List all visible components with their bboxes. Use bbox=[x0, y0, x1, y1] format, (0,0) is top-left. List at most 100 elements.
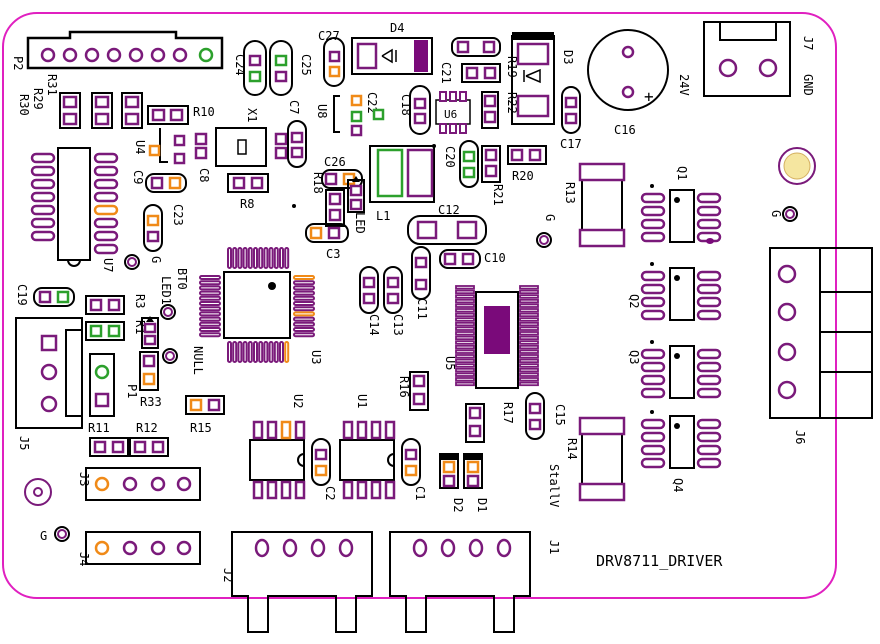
u3-pin bbox=[199, 306, 221, 312]
u3-pin bbox=[232, 341, 238, 363]
resistor-r19[interactable] bbox=[461, 63, 501, 83]
connector-j6[interactable] bbox=[769, 247, 873, 419]
diode-d4[interactable] bbox=[351, 37, 433, 75]
capacitor-c25[interactable] bbox=[269, 40, 293, 96]
connector-j1[interactable] bbox=[389, 531, 531, 633]
capacitor-c27[interactable] bbox=[323, 37, 345, 87]
resistor-r18[interactable] bbox=[325, 189, 345, 227]
label-c15: C15 bbox=[553, 404, 567, 426]
connector-j4[interactable] bbox=[85, 531, 201, 565]
label-c9: C9 bbox=[131, 170, 145, 184]
resistor-r3[interactable] bbox=[85, 295, 125, 315]
capacitor-c1[interactable] bbox=[401, 438, 421, 486]
label-j4: J4 bbox=[77, 552, 91, 566]
u5-pin bbox=[455, 317, 475, 322]
resistor-r11[interactable] bbox=[89, 437, 129, 457]
label-c27: C27 bbox=[318, 29, 340, 43]
capacitor-c16[interactable]: + bbox=[587, 29, 669, 111]
crystal-x1[interactable] bbox=[194, 127, 288, 167]
u3-pin bbox=[263, 247, 269, 269]
mosfet-q3[interactable] bbox=[640, 340, 722, 399]
label-r18: R18 bbox=[311, 172, 325, 194]
u3-pin bbox=[237, 247, 243, 269]
capacitor-c19[interactable] bbox=[33, 287, 75, 307]
capacitor-c20[interactable] bbox=[459, 140, 479, 188]
resistor-r8[interactable] bbox=[227, 173, 269, 193]
capacitor-c3[interactable] bbox=[305, 223, 349, 243]
testpoint-bt0[interactable] bbox=[160, 304, 176, 320]
u5-pin bbox=[455, 294, 475, 299]
ic-u8[interactable] bbox=[333, 94, 385, 137]
led-small[interactable] bbox=[347, 176, 365, 213]
capacitor-c21[interactable] bbox=[451, 37, 501, 57]
ic-u6[interactable] bbox=[435, 91, 471, 134]
testpoint-g4[interactable] bbox=[54, 526, 70, 542]
connector-j2[interactable] bbox=[231, 531, 373, 633]
label-d1: D1 bbox=[475, 498, 489, 512]
u3-pin bbox=[253, 247, 258, 269]
resistor-r14[interactable] bbox=[578, 416, 626, 502]
label-c19: C19 bbox=[15, 284, 29, 306]
capacitor-c12[interactable] bbox=[407, 215, 487, 245]
capacitor-c24[interactable] bbox=[243, 40, 267, 96]
connector-j3[interactable] bbox=[85, 467, 201, 501]
diode-d3[interactable] bbox=[511, 32, 555, 125]
capacitor-c9[interactable] bbox=[145, 173, 187, 193]
resistor-r1[interactable] bbox=[85, 321, 125, 341]
ic-u5[interactable] bbox=[455, 285, 539, 389]
mosfet-q1[interactable] bbox=[640, 184, 722, 244]
connector-j5[interactable] bbox=[15, 317, 83, 429]
resistor-r13[interactable] bbox=[578, 162, 626, 248]
capacitor-c7[interactable] bbox=[287, 120, 307, 168]
ic-u2[interactable] bbox=[249, 420, 306, 500]
label-q4: Q4 bbox=[671, 478, 685, 492]
capacitor-c11[interactable] bbox=[411, 246, 431, 300]
capacitor-c13[interactable] bbox=[383, 266, 403, 314]
u3-pin bbox=[293, 311, 315, 317]
label-r29: R29 bbox=[31, 88, 45, 110]
capacitor-c15[interactable] bbox=[525, 392, 545, 440]
capacitor-c14[interactable] bbox=[359, 266, 379, 314]
resistor-r17[interactable] bbox=[465, 403, 485, 443]
ic-u1[interactable] bbox=[339, 420, 396, 500]
inductor-l1[interactable] bbox=[369, 144, 436, 203]
u3-pin bbox=[199, 332, 221, 338]
resistor-r31[interactable] bbox=[62, 95, 140, 126]
resistor-r15[interactable] bbox=[185, 395, 225, 415]
capacitor-c17[interactable] bbox=[561, 86, 581, 134]
resistor-r16[interactable] bbox=[409, 371, 429, 411]
u3-pin bbox=[199, 290, 221, 296]
led1-small[interactable] bbox=[141, 316, 159, 349]
capacitor-c10[interactable] bbox=[439, 249, 481, 269]
mosfet-q4[interactable] bbox=[640, 410, 722, 469]
label-c20: C20 bbox=[443, 146, 457, 168]
led-d2[interactable] bbox=[439, 453, 459, 489]
ic-u3[interactable] bbox=[199, 247, 315, 363]
u3-pin bbox=[293, 321, 315, 327]
capacitor-c18[interactable] bbox=[409, 85, 431, 135]
ic-u4[interactable] bbox=[148, 128, 186, 165]
connector-p2[interactable] bbox=[26, 30, 224, 70]
u3-pin bbox=[284, 341, 290, 363]
ic-u7[interactable] bbox=[30, 147, 119, 267]
jumper-p1[interactable] bbox=[89, 353, 115, 417]
resistor-r10[interactable] bbox=[147, 105, 189, 125]
led-d1[interactable] bbox=[463, 453, 483, 489]
testpoint-g2[interactable] bbox=[782, 206, 798, 222]
testpoint-null[interactable] bbox=[162, 348, 178, 364]
resistor-r33[interactable] bbox=[139, 351, 159, 391]
testpoint-g1[interactable] bbox=[536, 232, 552, 248]
resistor-r20[interactable] bbox=[507, 145, 547, 165]
capacitor-c23[interactable] bbox=[143, 204, 163, 252]
resistor-r22[interactable] bbox=[481, 91, 499, 129]
label-r14: R14 bbox=[565, 438, 579, 460]
u5-pin bbox=[519, 308, 539, 313]
testpoint-g3[interactable] bbox=[124, 254, 140, 270]
u5-pin bbox=[519, 340, 539, 345]
connector-j7[interactable] bbox=[703, 21, 791, 97]
capacitor-c2[interactable] bbox=[311, 438, 331, 486]
resistor-r12[interactable] bbox=[129, 437, 169, 457]
mosfet-q2[interactable] bbox=[640, 262, 722, 321]
resistor-r21[interactable] bbox=[481, 145, 501, 183]
